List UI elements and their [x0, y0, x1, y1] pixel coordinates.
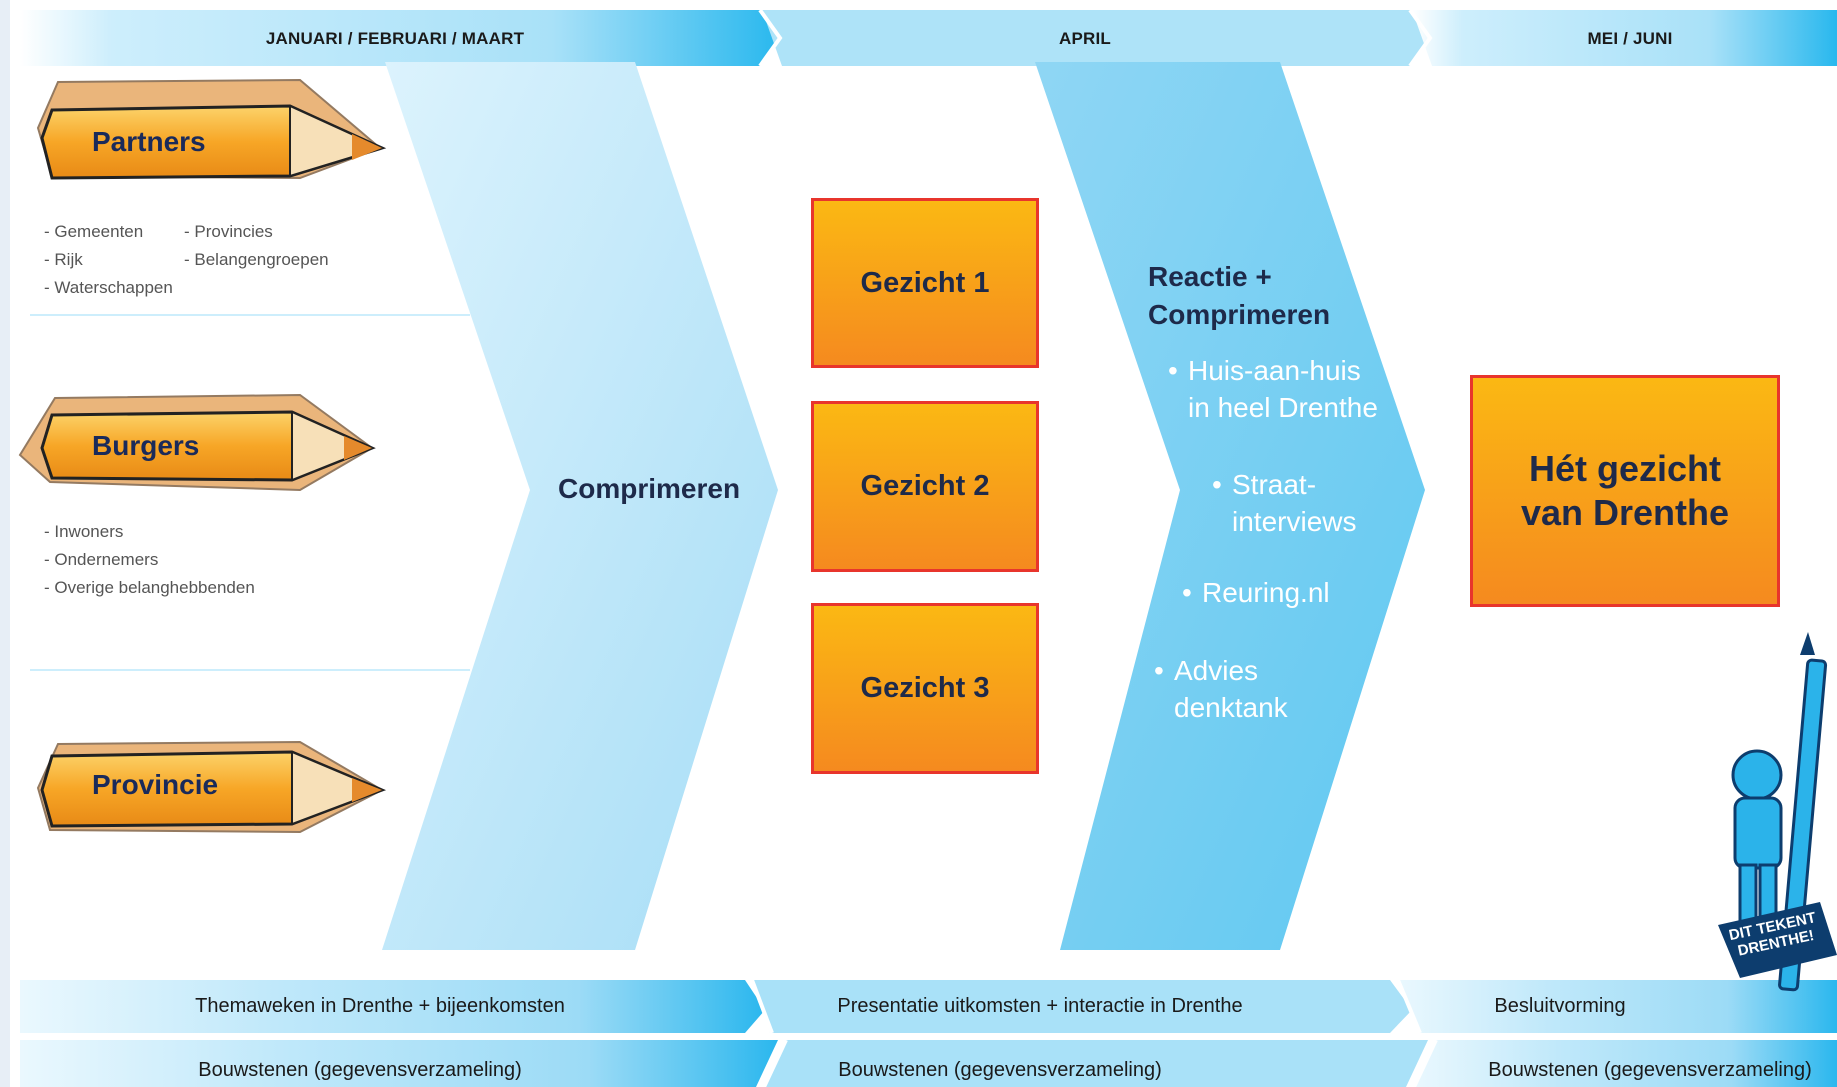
stage1-label: Comprimeren	[558, 473, 741, 504]
face-label: Gezicht 2	[860, 470, 990, 502]
list-item: - Ondernemers	[44, 550, 159, 569]
footer-row1-label-3: Besluitvorming	[1494, 995, 1626, 1017]
list-item: - Provincies	[184, 222, 273, 241]
footer-row1-band-2	[752, 980, 1412, 1033]
bullet-text: in heel Drenthe	[1188, 392, 1378, 423]
result-line1: Hét gezicht	[1528, 448, 1722, 489]
pencil-provincie-icon	[36, 740, 387, 834]
phase-label-q1: JANUARI / FEBRUARI / MAART	[265, 29, 525, 48]
pencil-partners-icon	[36, 78, 387, 180]
stage2-title-line2: Comprimeren	[1148, 299, 1331, 330]
burgers-list: - Inwoners - Ondernemers - Overige belan…	[44, 518, 255, 602]
result-box: Hét gezicht van Drenthe	[1470, 375, 1780, 607]
phase-label-april: APRIL	[1059, 29, 1111, 48]
footer-row1-label-1: Themaweken in Drenthe + bijeenkomsten	[195, 995, 565, 1017]
group-label-partners: Partners	[92, 126, 206, 157]
pencil-burgers-icon	[18, 393, 376, 492]
face-box-1: Gezicht 1	[811, 198, 1039, 368]
bullet-text: denktank	[1174, 692, 1288, 723]
bullet-straatinterviews: •Straat- interviews	[1212, 469, 1357, 537]
bullet-text: Reuring.nl	[1202, 577, 1330, 608]
footer-row2-band-2	[764, 1040, 1428, 1087]
bullet-reuring: •Reuring.nl	[1182, 577, 1330, 608]
result-line2: van Drenthe	[1520, 492, 1730, 533]
bullet-text: interviews	[1232, 506, 1357, 537]
bullet-advies-denktank: •Advies denktank	[1154, 655, 1288, 723]
list-item: - Overige belanghebbenden	[44, 578, 255, 597]
footer-row2-label-3: Bouwstenen (gegevensverzameling)	[1488, 1059, 1812, 1081]
footer-row1-band-1	[20, 980, 765, 1033]
face-box-3: Gezicht 3	[811, 603, 1039, 774]
face-box-2: Gezicht 2	[811, 401, 1039, 572]
header-band-3	[1412, 10, 1837, 66]
header-band-1	[20, 10, 780, 66]
footer-row1-label-2: Presentatie uitkomsten + interactie in D…	[837, 995, 1243, 1017]
list-item: - Gemeenten	[44, 222, 144, 241]
stage2-title-line1: Reactie +	[1148, 261, 1272, 292]
dit-tekent-drenthe-logo	[1718, 632, 1837, 992]
face-label: Gezicht 1	[860, 266, 990, 299]
list-item: - Rijk	[44, 250, 83, 269]
bullet-text: Straat-	[1232, 469, 1317, 500]
group-label-burgers: Burgers	[92, 430, 200, 461]
group-label-provincie: Provincie	[92, 769, 219, 800]
list-item: - Inwoners	[44, 522, 124, 541]
partners-list-col1: - Gemeenten - Rijk - Waterschappen	[44, 218, 173, 302]
footer-row2-band-3	[1414, 1040, 1837, 1087]
list-item: - Waterschappen	[44, 278, 173, 297]
stage2-title: Reactie + Comprimeren	[1148, 258, 1330, 334]
bullet-huis-aan-huis: •Huis-aan-huis in heel Drenthe	[1168, 355, 1378, 423]
list-item: - Belangengroepen	[184, 250, 329, 269]
footer-row1-band-3	[1398, 980, 1837, 1033]
partners-list-col2: - Provincies - Belangengroepen	[184, 218, 329, 274]
chevron-stage-1	[382, 62, 778, 950]
chevron-stage-2	[1035, 62, 1425, 950]
footer-row2-label-1: Bouwstenen (gegevensverzameling)	[198, 1059, 522, 1081]
footer-row2-band-1	[20, 1040, 778, 1087]
face-label: Gezicht 3	[860, 672, 990, 704]
page-edge	[0, 0, 10, 1087]
footer-row2-label-2: Bouwstenen (gegevensverzameling)	[838, 1059, 1162, 1081]
bullet-text: Huis-aan-huis	[1188, 355, 1361, 386]
bullet-text: Advies	[1174, 655, 1259, 686]
phase-label-mei-juni: MEI / JUNI	[1587, 29, 1673, 48]
header-band-2	[762, 10, 1430, 66]
